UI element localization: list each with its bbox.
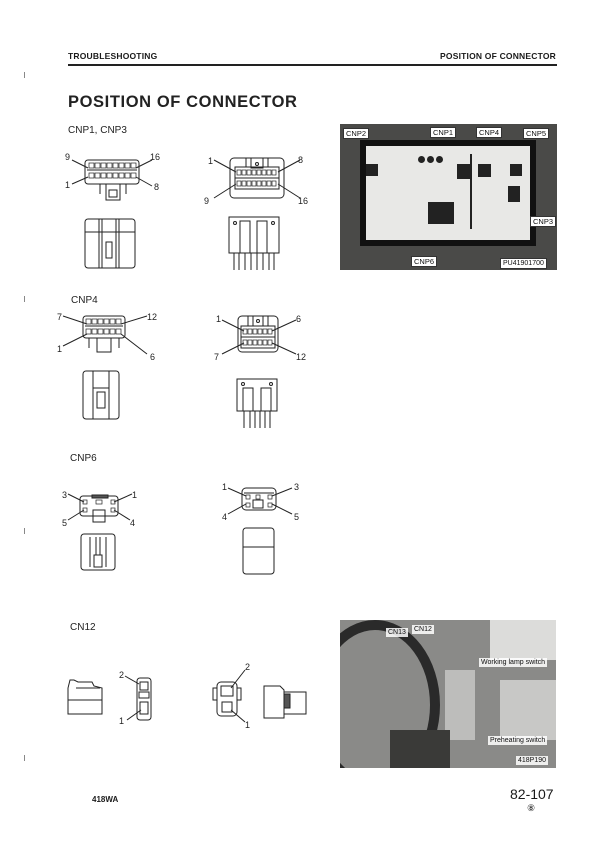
pin-label: 16 — [150, 152, 160, 162]
pin-label: 6 — [150, 352, 155, 362]
revision-mark: ⑧ — [527, 803, 536, 813]
connector-side-view — [82, 370, 120, 420]
section-title-cnp1-cnp3: CNP1, CNP3 — [68, 125, 127, 136]
pin-label: 1 — [208, 156, 213, 166]
running-header-left: TROUBLESHOOTING — [68, 51, 158, 61]
connector-face-diagram: 9 16 1 8 — [65, 152, 160, 201]
connector-block — [366, 164, 378, 176]
pin-label: 1 — [65, 180, 70, 190]
pin-label: 3 — [62, 490, 67, 500]
monitor-panel-photo: CNP2 CNP1 CNP4 CNP5 CNP3 CNP6 PU41901700 — [340, 124, 557, 270]
photo-label-working-lamp-switch: Working lamp switch — [479, 658, 548, 667]
margin-mark — [24, 755, 25, 761]
pin-label: 4 — [130, 518, 135, 528]
connector-pin-view — [236, 378, 278, 428]
steering-wheel — [340, 620, 440, 768]
connector-face-diagram: 7 12 1 6 — [57, 312, 157, 362]
pin-label: 9 — [65, 152, 70, 162]
pin-label: 7 — [57, 312, 62, 322]
connector-side-view — [242, 527, 275, 575]
connector-side-view — [263, 685, 307, 719]
connector-face-diagram: 1 8 9 16 — [204, 155, 308, 206]
connector-face-diagram: 1 6 7 12 — [214, 314, 306, 362]
pin-label: 16 — [298, 196, 308, 206]
pin-label: 8 — [154, 182, 159, 192]
pin-label: 3 — [294, 482, 299, 492]
connector-face-diagram: 2 1 — [212, 662, 250, 730]
photo-label-cnp4: CNP4 — [476, 127, 503, 138]
photo-label-cnp5: CNP5 — [523, 128, 550, 139]
photo-code: 418P190 — [516, 756, 549, 765]
connector-face-diagram: 2 1 — [119, 670, 152, 726]
pin-label: 4 — [222, 512, 227, 522]
connector-face-diagram: 3 1 5 4 — [62, 490, 137, 528]
pin-label: 2 — [245, 662, 250, 672]
connector-block — [457, 164, 470, 179]
photo-code: PU41901700 — [500, 258, 547, 269]
photo-label-cnp6: CNP6 — [411, 256, 438, 267]
photo-label-preheating-switch: Preheating switch — [488, 736, 548, 745]
pin-label: 1 — [245, 720, 250, 730]
pin-label: 1 — [57, 344, 62, 354]
section-title-cnp4: CNP4 — [71, 295, 98, 306]
connector-side-view — [84, 218, 136, 269]
pin-label: 5 — [62, 518, 67, 528]
connector-pin-view — [228, 216, 280, 270]
photo-label-cnp1: CNP1 — [430, 127, 457, 138]
pin-label: 1 — [119, 716, 124, 726]
section-title-cnp6: CNP6 — [70, 453, 97, 464]
pin-label: 12 — [147, 312, 157, 322]
photo-label-cn13: CN13 — [386, 628, 408, 637]
connector-block — [428, 202, 454, 224]
pin-label: 1 — [216, 314, 221, 324]
model-number: 418WA — [92, 795, 119, 804]
pin-label: 12 — [296, 352, 306, 362]
panel-board — [366, 146, 530, 240]
pin-label: 1 — [222, 482, 227, 492]
photo-label-cn12: CN12 — [412, 625, 434, 634]
pin-label: 2 — [119, 670, 124, 680]
connector-side-view — [67, 679, 103, 715]
margin-mark — [24, 72, 25, 78]
margin-mark — [24, 528, 25, 534]
connector-block — [478, 164, 491, 177]
margin-mark — [24, 296, 25, 302]
header-rule — [68, 64, 557, 66]
connector-side-view — [80, 533, 116, 571]
photo-label-cnp2: CNP2 — [343, 128, 370, 139]
pin-label: 7 — [214, 352, 219, 362]
pin-label: 5 — [294, 512, 299, 522]
pin-label: 8 — [298, 155, 303, 165]
pin-label: 1 — [132, 490, 137, 500]
page-number: 82-107 — [510, 786, 554, 802]
connector-face-diagram: 1 3 4 5 — [222, 482, 299, 522]
photo-label-cnp3: CNP3 — [530, 216, 557, 227]
pin-label: 9 — [204, 196, 209, 206]
dashboard-photo: CN13 CN12 Working lamp switch Preheating… — [340, 620, 556, 768]
connector-block — [508, 186, 520, 202]
page-title: POSITION OF CONNECTOR — [68, 93, 298, 111]
running-header-right: POSITION OF CONNECTOR — [440, 51, 556, 61]
section-title-cn12: CN12 — [70, 622, 96, 633]
pin-label: 6 — [296, 314, 301, 324]
connector-block — [510, 164, 522, 176]
